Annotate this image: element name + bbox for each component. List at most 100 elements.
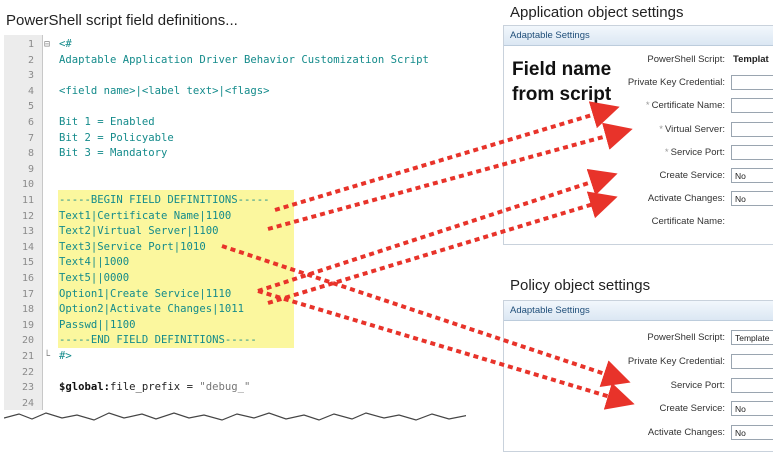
code-line: <field name>|<label text>|<flags> [59,84,270,97]
code-line: Bit 2 = Policyable [59,131,174,144]
field-label-text: PowerShell Script: [647,54,725,65]
field-label: *Service Port: [545,143,725,163]
code-line: #> [59,350,72,362]
arrow-certificate-name [274,101,620,212]
line-number: 24 [21,397,34,409]
field-label-text: Certificate Name: [651,100,725,112]
field-value: Templat [733,54,769,65]
code-line: Text5||0000 [59,272,130,284]
field-input[interactable] [731,98,773,114]
field-label: Activate Changes: [545,423,725,443]
field-input[interactable]: No [731,425,773,441]
field-input[interactable]: No [731,401,773,417]
arrow-create-service-policy [257,289,635,410]
line-number: 19 [21,319,34,331]
settings-row: PowerShell Script: Templat [504,50,773,70]
field-label-text: Service Port: [670,379,725,391]
field-input[interactable] [731,121,773,137]
line-number: 17 [21,288,34,300]
arrow-service-port [221,244,631,387]
code-line: Option2|Activate Changes|1011 [59,303,244,316]
field-input[interactable]: No [731,191,773,207]
code-line: Bit 3 = Mandatory [59,147,168,160]
code-line: Text2|Virtual Server|1100 [59,225,219,238]
code-variable: $global: [59,381,111,394]
arrow-virtual-server [267,122,633,231]
field-label-text: PowerShell Script: [647,332,725,343]
code-line: -----END FIELD DEFINITIONS----- [59,334,257,347]
line-number: 8 [27,148,34,160]
field-label: *Certificate Name: [545,96,725,116]
code-string: "debug_" [199,381,251,394]
settings-row: Private Key Credential: [504,352,773,372]
code-line: Text4||1000 [59,256,130,269]
field-input[interactable] [731,75,773,91]
field-label: Service Port: [545,376,725,396]
code-line: Adaptable Application Driver Behavior Cu… [59,53,429,66]
code-line: <# [59,38,72,50]
field-input[interactable] [731,353,773,369]
field-input[interactable] [731,144,773,160]
field-label: Private Key Credential: [545,352,725,372]
code-line: -----BEGIN FIELD DEFINITIONS----- [59,194,270,206]
line-number: 2 [27,54,34,66]
line-number: 16 [21,273,34,284]
settings-row: Create Service: No [504,166,773,186]
field-definitions-highlight [58,190,294,348]
line-number: 20 [21,335,34,347]
field-label-text: Virtual Server: [664,123,725,135]
line-number: 13 [21,226,34,238]
fold-marker-icon[interactable]: ⊟ [44,39,51,50]
field-label-text: Certificate Name: [651,216,725,228]
settings-row: PowerShell Script: Template [504,328,773,348]
field-label-text: Activate Changes: [647,193,725,205]
policy-panel-header: Adaptable Settings [504,301,773,321]
code-text: file_prefix = [110,381,200,394]
code-line: $global:file_prefix = "debug_" [59,380,250,396]
field-label-text: Create Service: [659,403,725,415]
code-line: Passwd||1100 [59,318,136,331]
line-number: 18 [21,304,34,316]
line-number: 21 [21,351,34,362]
line-number: 5 [27,101,34,113]
app-panel-header: Adaptable Settings [504,26,773,46]
settings-row: Activate Changes: No [504,423,773,443]
code-line: Text1|Certificate Name|1100 [59,209,232,222]
settings-row: Activate Changes: No [504,189,773,209]
field-label: PowerShell Script: [545,50,725,70]
line-number: 15 [21,257,34,269]
field-label: Private Key Credential: [545,73,725,93]
field-name-callout: Field name from script [512,57,611,107]
field-input[interactable]: No [731,168,773,183]
settings-row: Private Key Credential: [504,73,773,93]
code-line: Text3|Service Port|1010 [59,240,206,253]
field-label-text: Private Key Credential: [627,77,725,89]
line-number: 14 [21,241,34,253]
required-marker: * [659,123,663,135]
settings-row: *Service Port: [504,143,773,163]
line-number: 9 [27,163,34,175]
policy-panel-caption: Policy object settings [510,277,651,294]
field-input[interactable] [731,377,773,393]
line-number: 10 [21,179,34,191]
field-label: Certificate Name: [545,212,725,232]
settings-row: *Certificate Name: [504,96,773,116]
settings-row: Create Service: No [504,399,773,419]
editor-caption: PowerShell script field definitions... [6,12,238,29]
required-marker: * [664,146,669,158]
required-marker: * [645,100,650,112]
line-number: 22 [21,366,34,378]
arrow-create-service [257,168,618,293]
fold-marker-icon[interactable]: └ [44,351,51,362]
field-label: PowerShell Script: [545,328,725,348]
field-label: Create Service: [545,399,725,419]
field-label: Create Service: [545,166,725,186]
field-label-text: Activate Changes: [647,427,725,439]
settings-row: *Virtual Server: [504,120,773,140]
code-line: Bit 1 = Enabled [59,116,155,128]
field-label-text: Create Service: [659,170,725,181]
line-number: 7 [27,132,34,144]
line-number: 3 [27,70,34,82]
field-input[interactable]: Template [731,330,773,345]
